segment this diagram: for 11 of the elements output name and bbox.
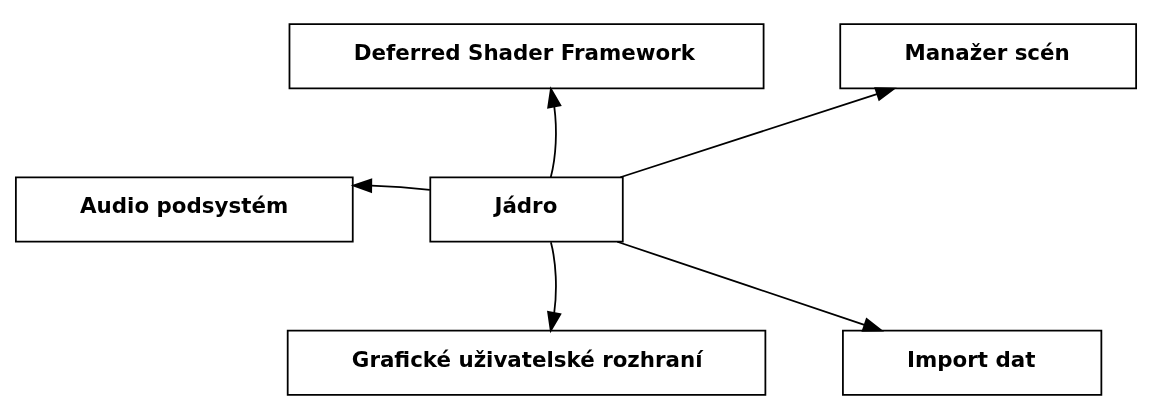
arrow: [547, 240, 562, 333]
arrow: [619, 86, 897, 178]
node-box: Import dat: [842, 329, 1103, 396]
node-box: Grafické uživatelské rozhraní: [286, 329, 767, 396]
node-box: Jádro: [429, 176, 624, 242]
node-box: Deferred Shader Framework: [288, 22, 765, 89]
arrow: [350, 177, 431, 193]
arrow: [547, 85, 562, 178]
arrow: [616, 240, 885, 332]
node-box: Audio podsystém: [15, 176, 354, 242]
node-box: Manažer scén: [839, 22, 1137, 89]
